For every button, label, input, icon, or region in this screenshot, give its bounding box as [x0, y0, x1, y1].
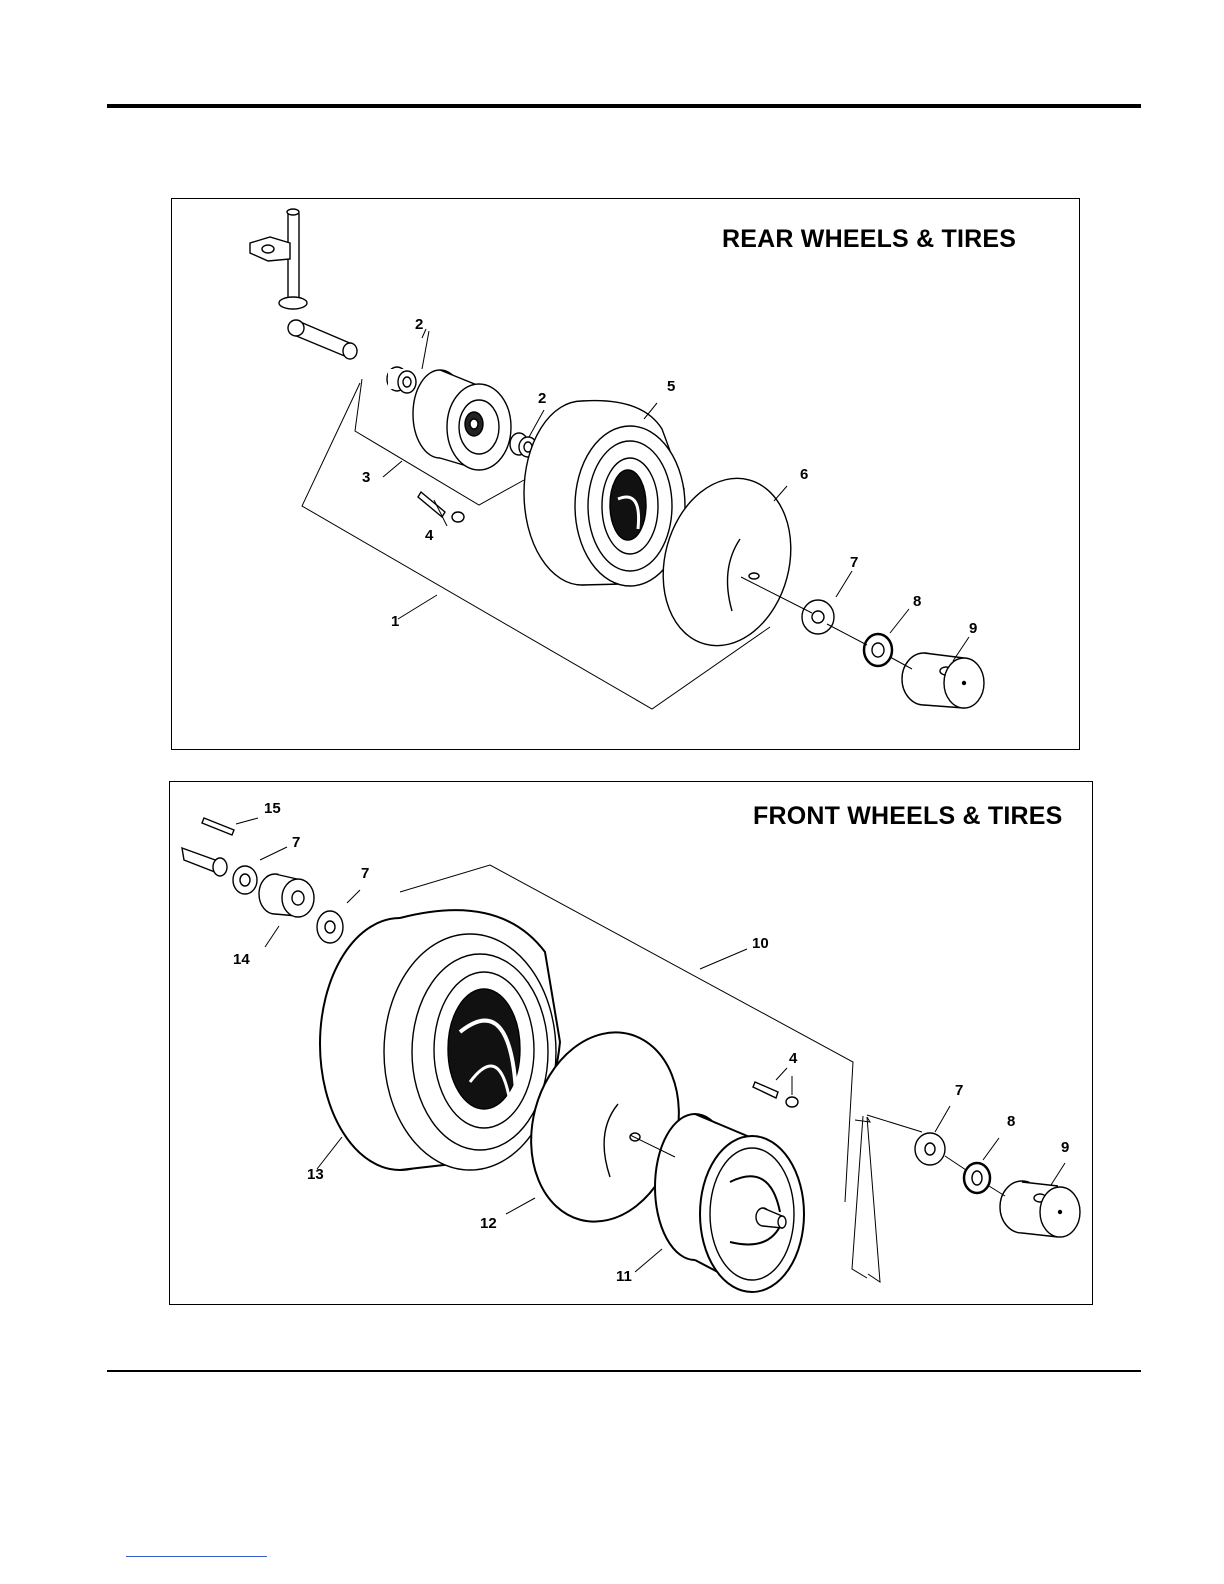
front-valve-stem — [753, 1082, 798, 1107]
callout-label: 11 — [616, 1268, 632, 1285]
front-hub-cap — [1000, 1181, 1080, 1237]
callout-label: 2 — [415, 316, 423, 333]
front-outer-washer — [915, 1133, 945, 1165]
callout-label: 13 — [307, 1166, 324, 1183]
callout-label: 7 — [361, 865, 369, 882]
footer-rule — [107, 1370, 1141, 1372]
callout-label: 1 — [391, 613, 399, 630]
valve-stem-part-4 — [418, 492, 464, 522]
callout-label: 9 — [1061, 1139, 1069, 1156]
rear-washer-drawing — [802, 600, 834, 634]
bearing-part-2a — [387, 367, 416, 393]
callout-label: 10 — [752, 935, 769, 952]
front-washer-left — [233, 866, 257, 894]
rear-retaining-ring-drawing — [864, 634, 892, 666]
callout-label: 15 — [264, 800, 281, 817]
header-rule — [107, 104, 1141, 108]
rear-tire-drawing — [524, 401, 685, 586]
callout-label: 7 — [850, 554, 858, 571]
axle-bracket-drawing — [250, 209, 357, 359]
front-axle-drawing — [182, 848, 227, 876]
callout-label: 5 — [667, 378, 675, 395]
callout-label: 7 — [292, 834, 300, 851]
footer-link-underline[interactable] — [126, 1556, 267, 1557]
front-wheels-panel: FRONT WHEELS & TIRES — [169, 781, 1093, 1305]
rear-hub-drawing — [413, 370, 511, 470]
callout-label: 9 — [969, 620, 977, 637]
rear-wheels-panel: REAR WHEELS & TIRES — [171, 198, 1080, 750]
callout-label: 8 — [1007, 1113, 1015, 1130]
front-bracket-lines — [867, 1115, 922, 1132]
spacer-part-14 — [259, 874, 314, 917]
callout-label: 6 — [800, 466, 808, 483]
callout-label: 14 — [233, 951, 250, 968]
front-rim-drawing — [655, 1114, 804, 1292]
callout-label: 4 — [789, 1050, 798, 1067]
pin-part-15 — [202, 818, 234, 835]
front-tire-drawing — [320, 910, 560, 1170]
front-washer-right — [317, 911, 343, 943]
callout-label: 7 — [955, 1082, 963, 1099]
callout-label: 2 — [538, 390, 546, 407]
callout-label: 4 — [425, 527, 434, 544]
callout-label: 12 — [480, 1215, 497, 1232]
rear-wheels-diagram: 2 2 5 6 3 4 7 8 9 1 — [172, 199, 1081, 751]
front-wheels-diagram: 15 7 7 14 10 4 7 8 9 13 12 11 — [170, 782, 1094, 1306]
rear-hub-cap-drawing — [902, 653, 984, 708]
callout-label: 8 — [913, 593, 921, 610]
front-retaining-ring — [964, 1163, 990, 1193]
callout-label: 3 — [362, 469, 370, 486]
